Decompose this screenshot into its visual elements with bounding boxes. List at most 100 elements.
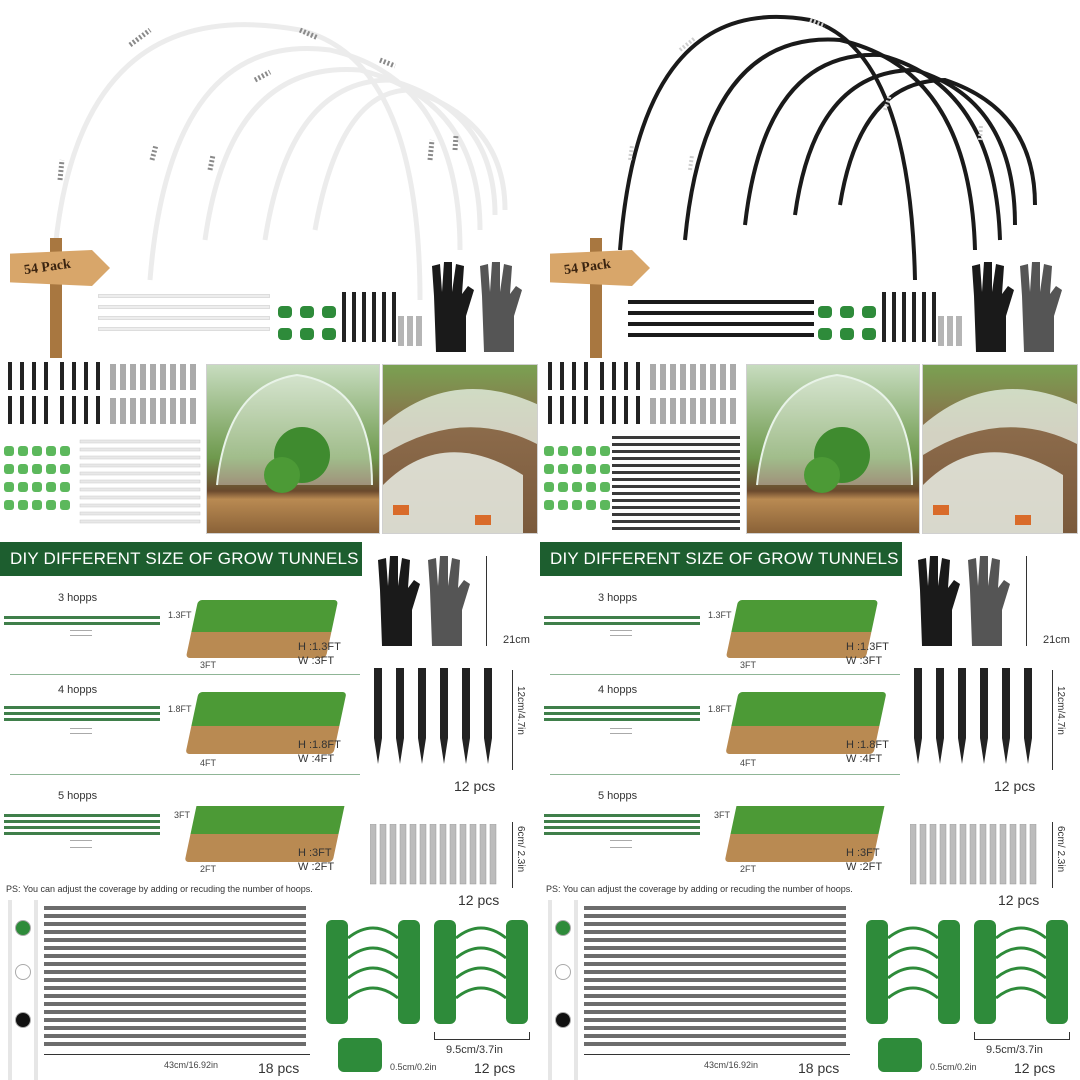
hopps-label: 4 hopps — [598, 684, 638, 696]
height-label: H :3FT — [846, 847, 880, 859]
coverage-note: PS: You can adjust the coverage by addin… — [6, 884, 313, 894]
tunnel-size-row: 5 hopps 3FT 2FT H :3FT W :2FT — [0, 786, 365, 882]
stakes-size: 12cm/4.7in — [1055, 686, 1066, 735]
clip-detail-image — [878, 1038, 922, 1072]
side-height: 1.8FT — [708, 704, 732, 714]
hopps-label: 5 hopps — [58, 790, 98, 802]
tunnel-size-row: 4 hopps 1.8FT 4FT H :1.8FT W :4FT — [540, 680, 905, 780]
clips-image — [866, 920, 1068, 1024]
white-dot — [555, 964, 571, 980]
parts-grid-image — [4, 362, 201, 524]
gloves-image — [918, 556, 1010, 646]
garden-photo-1 — [206, 364, 380, 534]
base-width: 4FT — [740, 758, 757, 768]
clips-image — [326, 920, 528, 1024]
stakes-small-image — [882, 292, 936, 342]
coverage-note: PS: You can adjust the coverage by addin… — [546, 884, 853, 894]
height-label: H :1.3FT — [298, 641, 341, 653]
side-height: 3FT — [714, 810, 731, 820]
clips-count: 12 pcs — [1014, 1060, 1056, 1076]
clip-detail-image — [338, 1038, 382, 1072]
width-label: W :2FT — [298, 861, 335, 873]
rods-bundle — [628, 300, 814, 352]
clips-count: 12 pcs — [474, 1060, 516, 1076]
connectors-size: 6cm/ 2.3in — [515, 826, 526, 873]
pack-sign: 54 Pack — [10, 238, 110, 358]
base-width: 3FT — [740, 660, 757, 670]
hopps-label: 5 hopps — [598, 790, 638, 802]
connectors-small-image — [398, 316, 422, 346]
parts-grid-image — [544, 362, 740, 530]
hopps-label: 3 hopps — [58, 592, 98, 604]
green-dot — [555, 920, 571, 936]
stakes-small-image — [342, 292, 396, 342]
hopps-label: 4 hopps — [58, 684, 98, 696]
garden-photo-2 — [922, 364, 1078, 534]
gloves-size: 21cm — [1043, 634, 1070, 646]
width-label: W :2FT — [846, 861, 883, 873]
rods-size: 43cm/16.92in — [704, 1060, 759, 1070]
rods-image — [44, 906, 306, 1046]
height-label: H :3FT — [298, 847, 332, 859]
base-width: 2FT — [200, 864, 217, 874]
base-width: 3FT — [200, 660, 217, 670]
gloves-image — [378, 556, 470, 646]
black-dot — [15, 1012, 31, 1028]
width-label: W :3FT — [298, 655, 335, 667]
rods-bundle — [98, 294, 270, 346]
banner-title: DIY DIFFERENT SIZE OF GROW TUNNELS — [10, 549, 359, 568]
height-label: H :1.8FT — [298, 739, 341, 751]
section-banner: DIY DIFFERENT SIZE OF GROW TUNNELS — [540, 542, 902, 576]
width-label: W :3FT — [846, 655, 883, 667]
black-dot — [555, 1012, 571, 1028]
connectors-size: 6cm/ 2.3in — [1055, 826, 1066, 873]
connectors-count: 12 pcs — [998, 892, 1040, 908]
rods-count: 18 pcs — [258, 1060, 300, 1076]
stakes-count: 12 pcs — [994, 778, 1036, 794]
color-swatch-rail — [548, 900, 578, 1080]
clips-small-image — [818, 306, 876, 340]
height-label: H :1.8FT — [846, 739, 889, 751]
tunnel-size-row: 3 hopps 1.3FT 3FT H :1.3FT W :3FT — [540, 588, 905, 678]
stakes-image — [914, 668, 1032, 764]
pack-sign: 54 Pack — [550, 238, 650, 358]
width-label: W :4FT — [298, 753, 335, 765]
gloves-size: 21cm — [503, 634, 530, 646]
side-height: 1.8FT — [168, 704, 192, 714]
color-swatch-rail — [8, 900, 38, 1080]
rods-size: 43cm/16.92in — [164, 1060, 219, 1070]
banner-title: DIY DIFFERENT SIZE OF GROW TUNNELS — [550, 549, 899, 568]
green-dot — [15, 920, 31, 936]
clip-thickness: 0.5cm/0.2in — [390, 1062, 437, 1072]
white-hoops-image — [52, 22, 508, 300]
side-height: 1.3FT — [168, 610, 192, 620]
section-banner: DIY DIFFERENT SIZE OF GROW TUNNELS — [0, 542, 362, 576]
clips-small-image — [278, 306, 336, 340]
stakes-size: 12cm/4.7in — [515, 686, 526, 735]
stakes-image — [374, 668, 492, 764]
garden-photo-2 — [382, 364, 538, 534]
clips-size: 9.5cm/3.7in — [986, 1044, 1043, 1056]
side-height: 1.3FT — [708, 610, 732, 620]
connectors-count: 12 pcs — [458, 892, 500, 908]
gloves-top-image — [432, 262, 522, 352]
side-height: 3FT — [174, 810, 191, 820]
base-width: 2FT — [740, 864, 757, 874]
tunnel-size-row: 5 hopps 3FT 2FT H :3FT W :2FT — [540, 786, 905, 882]
clip-thickness: 0.5cm/0.2in — [930, 1062, 977, 1072]
base-width: 4FT — [200, 758, 217, 768]
gloves-top-image — [972, 262, 1062, 352]
rods-count: 18 pcs — [798, 1060, 840, 1076]
black-hoops-image — [618, 14, 1037, 281]
width-label: W :4FT — [846, 753, 883, 765]
connectors-image — [370, 824, 497, 885]
white-dot — [15, 964, 31, 980]
hopps-label: 3 hopps — [598, 592, 638, 604]
clips-size: 9.5cm/3.7in — [446, 1044, 503, 1056]
tunnel-size-row: 4 hopps 1.8FT 4FT H :1.8FT W :4FT — [0, 680, 365, 780]
connectors-small-image — [938, 316, 962, 346]
garden-photo-1 — [746, 364, 920, 534]
product-panel-white: 54 Pack — [0, 22, 538, 1080]
connectors-image — [910, 824, 1037, 885]
stakes-count: 12 pcs — [454, 778, 496, 794]
